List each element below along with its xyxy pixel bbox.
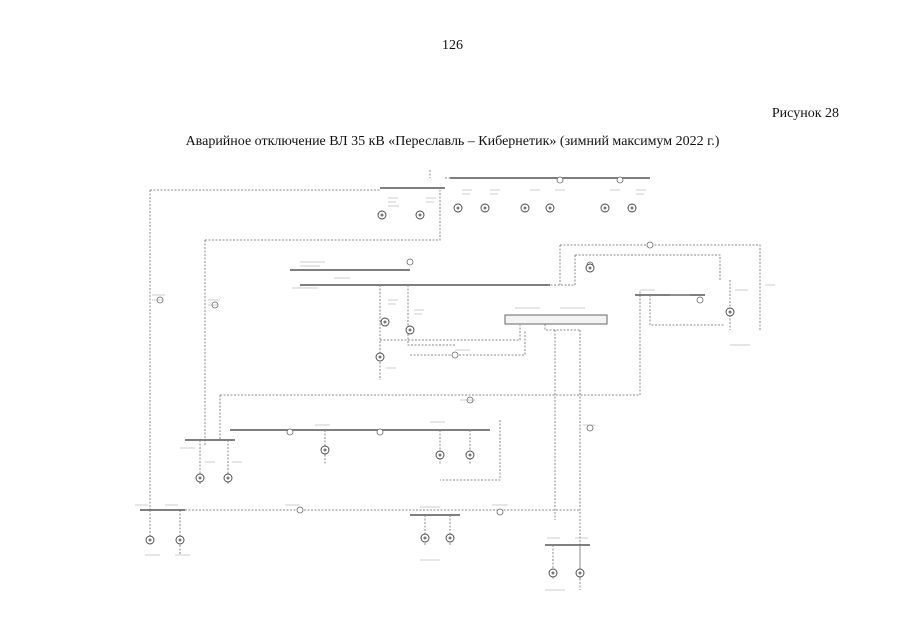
- center-left-substation: [290, 269, 550, 380]
- transformer-symbols: [156, 176, 704, 516]
- bottom-substations: [140, 509, 590, 580]
- diagram-annotations: [135, 189, 775, 591]
- center-busbox: [504, 314, 608, 331]
- figure-label: Рисунок 28: [771, 106, 839, 121]
- lower-left-substation: [185, 429, 490, 485]
- trunk-lines: [149, 189, 641, 590]
- generator-symbols: [145, 203, 735, 578]
- top-substation: [380, 170, 650, 189]
- page-number: 126: [442, 38, 463, 53]
- figure-title: Аварийное отключение ВЛ 35 кВ «Переславл…: [185, 134, 720, 149]
